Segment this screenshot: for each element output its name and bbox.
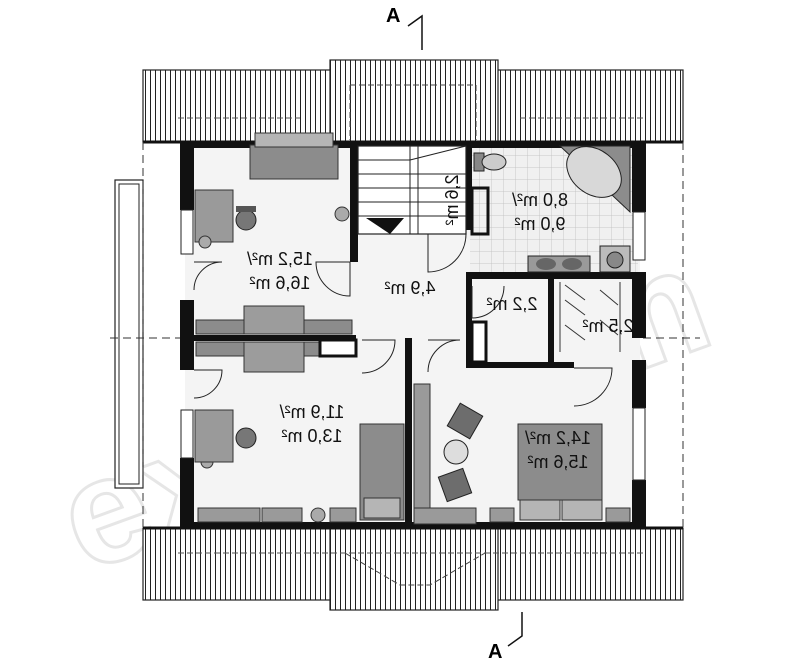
desk-top-left <box>194 189 257 243</box>
bedroom-top-left-area-2: 16,6 m² <box>249 273 310 293</box>
bedroom-top-left-area-1: 15,2 m²/ <box>247 249 313 269</box>
staircase[interactable] <box>357 145 467 235</box>
bathroom-area-2: 9,0 m² <box>514 214 565 234</box>
walls <box>180 142 646 528</box>
bedroom-bottom-right-area-2: 15,6 m² <box>527 452 588 472</box>
bed-bottom-left <box>359 423 405 521</box>
bedroom-bottom-left-area-2: 13,0 m² <box>281 426 342 446</box>
armchairs <box>437 402 484 503</box>
wardrobe-area: 2,5 m² <box>582 316 633 336</box>
section-marker-top: A <box>386 5 423 50</box>
shelves-bottom-left <box>197 507 357 523</box>
shower <box>470 186 490 236</box>
bed-top-left <box>249 132 339 180</box>
roof-top <box>142 59 684 144</box>
closet-area: 2,2 m² <box>486 294 537 314</box>
doors <box>193 233 613 407</box>
windows <box>180 209 646 481</box>
balcony <box>114 179 144 489</box>
bathtub <box>558 145 631 214</box>
wardrobe-corridor <box>195 305 358 373</box>
toilet-icon <box>473 152 507 172</box>
sofa-corner <box>413 383 477 525</box>
area-labels: 8,0 m²/ 9,0 m² 2,6 m² 15,2 m²/ 16,6 m² 4… <box>247 174 634 472</box>
bed-bottom-right <box>489 423 631 523</box>
bedroom-bottom-left-area-1: 11,9 m²/ <box>280 402 345 422</box>
desk-bottom-left <box>194 409 257 463</box>
section-label-top: A <box>386 5 400 27</box>
hall-area: 4,9 m² <box>384 278 435 298</box>
stair-hall-area: 2,6 m² <box>442 174 462 225</box>
small-closet-fixture <box>470 320 488 364</box>
stair-arrow-icon <box>366 218 404 234</box>
sinks <box>527 245 631 273</box>
wardrobe-hangers <box>559 282 621 352</box>
section-label-bottom: A <box>488 641 502 663</box>
bathroom-area-1: 8,0 m²/ <box>512 190 568 210</box>
bedroom-bottom-right-area-1: 14,2 m²/ <box>525 428 591 448</box>
roof-bottom <box>142 526 684 611</box>
section-marker-bottom: A <box>488 612 523 663</box>
